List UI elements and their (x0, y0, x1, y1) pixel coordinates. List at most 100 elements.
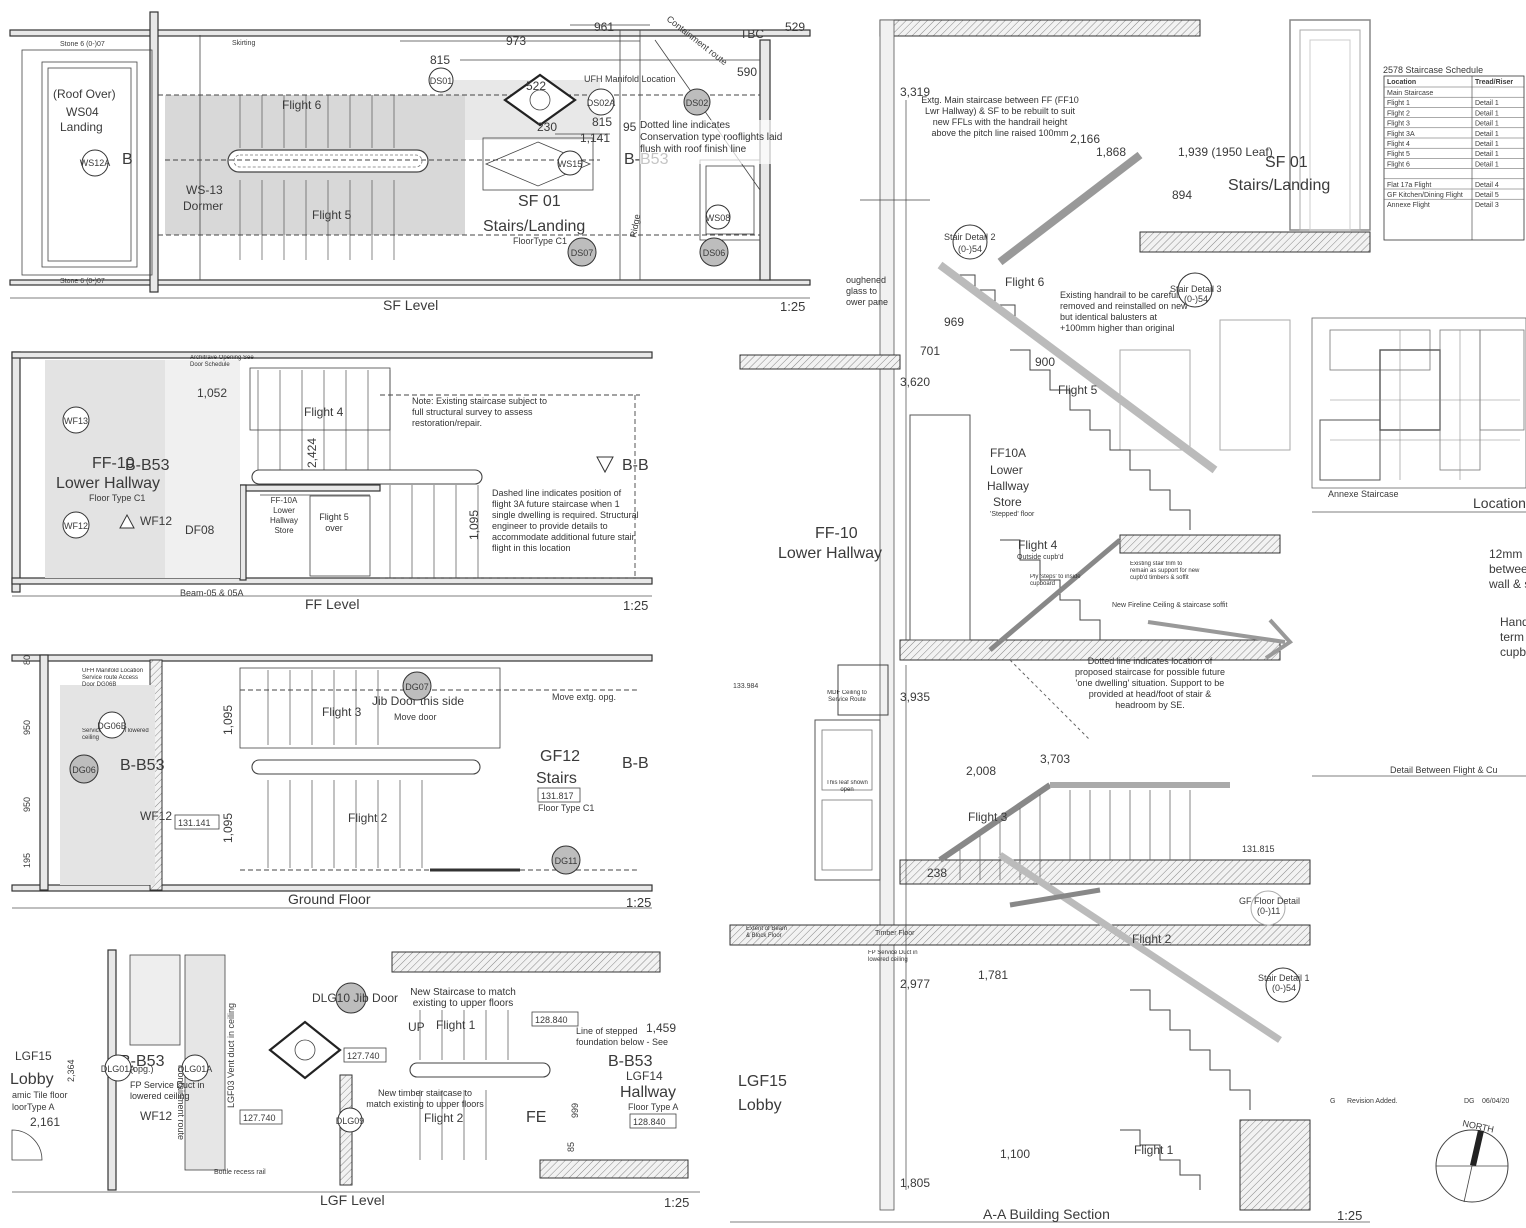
sf-stone-top: Stone 6 (0-)07 (60, 41, 105, 48)
lgf-door-opg: (opg.) (130, 1064, 154, 1074)
ff-flight4: Flight 4 (304, 405, 344, 419)
sec-flight5: Flight 5 (1058, 383, 1098, 397)
sec-dim: 238 (927, 866, 947, 880)
sf-tag-ds07: DS07 (567, 237, 597, 267)
gf-room-gf12-name: Stairs (536, 770, 577, 787)
sec-flight4: Flight 4 (1018, 538, 1058, 552)
schedule-detail-cell: Detail 1 (1475, 141, 1499, 148)
schedule-grid (1384, 86, 1524, 200)
lgf-floor-type: Floor Type A (628, 1102, 678, 1112)
sec-room-ff10-name: Lower Hallway (778, 545, 882, 562)
sf-ws04-name: Landing (60, 120, 103, 134)
sec-ply-steps: Ply 'steps' to inside cupboard (1030, 574, 1081, 587)
gf-flight2: Flight 2 (348, 811, 388, 825)
lgf-line-stepped: Line of stepped foundation below - See (576, 1026, 669, 1047)
lgf-flight1: Flight 1 (436, 1018, 476, 1032)
sec-new-fireline: New Fireline Ceiling & staircase soffit (1112, 602, 1227, 609)
detail-note2-l1: Hand (1500, 615, 1526, 629)
ff-room-ff10-name: Lower Hallway (56, 475, 160, 492)
gf-dim: 950 (22, 720, 32, 735)
gf-tag-dg06b: DG06B (97, 711, 127, 739)
gf-level1: 131.817 (541, 791, 574, 801)
lgf-title: LGF Level (320, 1192, 385, 1208)
ff-note-survey: Note: Existing staircase subject to full… (412, 396, 548, 428)
ff-plan: Flight 4 FF-10 Lower Hallway Floor Type … (11, 351, 653, 613)
lgf-ceramic: amic Tile floor (12, 1090, 68, 1100)
ff-floor-type: Floor Type C1 (89, 493, 145, 503)
svg-text:Stair Detail 1: Stair Detail 1 (1258, 973, 1310, 983)
svg-text:DG07: DG07 (405, 682, 429, 692)
detail-title: Detail Between Flight & Cu (1390, 765, 1498, 775)
schedule-location-cell: Flight 1 (1387, 100, 1410, 107)
svg-text:DG06B: DG06B (97, 721, 127, 731)
svg-text:DS06: DS06 (703, 248, 726, 258)
location-plan: Annexe Staircase Location (1311, 317, 1526, 513)
sf-title: SF Level (383, 297, 438, 313)
gf-level2: 131.141 (178, 818, 211, 828)
sf-dim: 529 (785, 20, 805, 34)
sf-tag-ws12a: WS12A (80, 149, 110, 177)
lgf-new-staircase: New Staircase to match existing to upper… (410, 987, 516, 1009)
sf-dim: 590 (737, 65, 757, 79)
schedule-location-cell: Flight 3A (1387, 131, 1415, 138)
sec-ff10a-l2: Lower (990, 463, 1023, 477)
gf-dim: 1,095 (221, 705, 235, 735)
lgf-dim: 1,459 (646, 1021, 676, 1035)
sf-skirting: Skirting (232, 40, 255, 47)
lgf-plan: LGF15 Lobby amic Tile floor loorType A L… (10, 949, 700, 1210)
lgf-tag-wf12: WF12 (140, 1109, 172, 1123)
ff-tag-wf12: WF12 (62, 511, 90, 539)
ff-tag-wf13: WF13 (62, 406, 90, 434)
sec-room-sf01: SF 01 (1265, 154, 1308, 171)
location-annexe: Annexe Staircase (1328, 489, 1399, 499)
gf-dim: 1,095 (221, 813, 235, 843)
sec-extent: Extent of Beam & Block Floor (746, 926, 788, 939)
ff-grid-bb: B-B (622, 457, 649, 474)
revision-row: G Revision Added. DG 06/04/20 (1330, 1098, 1509, 1105)
sec-note-handrail: Existing handrail to be carefully remove… (1060, 290, 1188, 333)
sec-dim: 2,166 (1070, 132, 1100, 146)
revision-initials: DG (1464, 1098, 1475, 1105)
sec-room-lgf15-name: Lobby (738, 1097, 782, 1114)
sf-ws04: WS04 (66, 105, 99, 119)
gf-move-opg: Move extg. opg. (552, 692, 616, 702)
svg-text:(0-)11: (0-)11 (1257, 906, 1280, 916)
sec-dim: 1,805 (900, 1176, 930, 1190)
svg-text:(0-)54: (0-)54 (1184, 294, 1208, 304)
sf-dim: 815 (430, 53, 450, 67)
sf-tag-ds02a: DS02A (587, 88, 615, 116)
lgf-flight2: Flight 2 (424, 1111, 464, 1125)
sec-ff10a-l5: 'Stepped' floor (990, 511, 1035, 518)
sf-dim: 973 (506, 34, 526, 48)
section-aa: Extg. Main staircase between FF (FF10 Lw… (729, 19, 1371, 1223)
svg-text:WF13: WF13 (64, 416, 88, 426)
revision-date: 06/04/20 (1482, 1098, 1509, 1105)
revision-text: Revision Added. (1347, 1098, 1398, 1105)
svg-text:DLG01A: DLG01A (178, 1064, 213, 1074)
sf-dim: 230 (537, 120, 557, 134)
gf-jib-door: Jib Door this side (372, 694, 464, 708)
gf-move-door: Move door (394, 712, 437, 722)
sec-dim: 3,319 (900, 85, 930, 99)
gf-grid-bb53: B-B53 (120, 757, 165, 774)
ff-grid-bb53: B-B53 (125, 457, 170, 474)
svg-text:(0-)54: (0-)54 (1272, 983, 1296, 993)
detail-note1-l3: wall & s (1488, 577, 1526, 591)
gf-grid-bb: B-B (622, 755, 649, 772)
lgf-vent-duct: LGF03 Vent duct in ceiling (226, 1003, 236, 1108)
sec-room-ff10: FF-10 (815, 525, 858, 542)
ff-dim: 1,052 (197, 386, 227, 400)
detail-note1-l1: 12mm (1489, 547, 1522, 561)
ff-room-ff10: FF-10 (92, 455, 135, 472)
schedule-detail-cell: Detail 5 (1475, 192, 1499, 199)
sf-scale: 1:25 (780, 299, 805, 314)
sf-tag-ds06: DS06 (699, 237, 729, 267)
sf-flight6: Flight 6 (282, 98, 322, 112)
sec-flight1: Flight 1 (1134, 1143, 1174, 1157)
lgf-floor-type2: loorType A (12, 1102, 55, 1112)
sec-dim: 3,703 (1040, 752, 1070, 766)
gf-ufh: UFH Manifold Location Service route Acce… (82, 668, 144, 688)
schedule-detail-cell: Detail 1 (1475, 161, 1499, 168)
lgf-room-lgf15: LGF15 (15, 1049, 52, 1063)
